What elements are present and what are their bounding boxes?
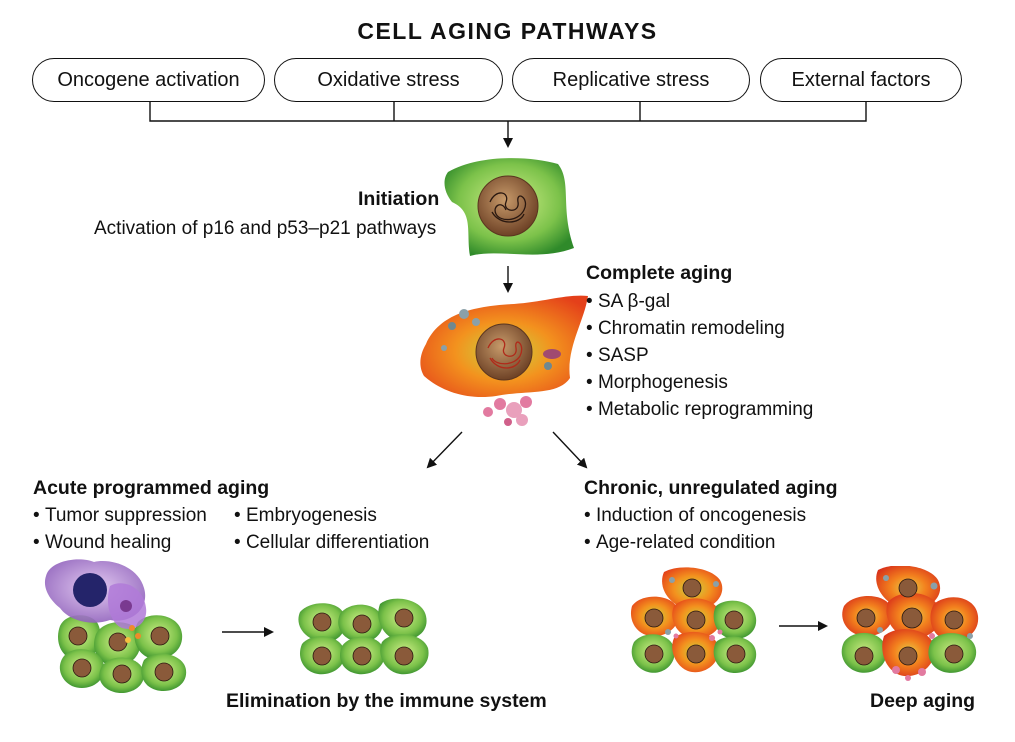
- bracket: [149, 102, 867, 122]
- eliminated-cluster-illustration: [298, 598, 429, 675]
- acute-aging-item: Tumor suppression: [33, 502, 207, 529]
- complete-aging-heading: Complete aging: [586, 262, 733, 284]
- complete-aging-item: SASP: [586, 342, 649, 369]
- acute-aging-item: Cellular differentiation: [234, 529, 429, 556]
- chronic-aging-item: Age-related condition: [584, 529, 776, 556]
- complete-aging-item: SA β-gal: [586, 288, 670, 315]
- complete-aging-item: Morphogenesis: [586, 369, 728, 396]
- input-external-factors: External factors: [760, 58, 962, 102]
- acute-aging-item: Wound healing: [33, 529, 171, 556]
- initiation-cell-illustration: [444, 158, 574, 256]
- complete-aging-item: Chromatin remodeling: [586, 315, 785, 342]
- complete-aging-cell-illustration: [420, 295, 588, 426]
- deep-aging-label: Deep aging: [870, 690, 976, 712]
- acute-aging-heading: Acute programmed aging: [33, 477, 270, 499]
- chronic-aging-heading: Chronic, unregulated aging: [584, 477, 838, 499]
- elimination-label: Elimination by the immune system: [226, 690, 547, 712]
- input-oxidative-stress: Oxidative stress: [274, 58, 503, 102]
- diagram-title: CELL AGING PATHWAYS: [357, 18, 658, 44]
- input-oncogene-activation: Oncogene activation: [32, 58, 265, 102]
- initiation-heading: Initiation: [358, 188, 440, 210]
- complete-aging-item: Metabolic reprogramming: [586, 396, 813, 423]
- arrow-to-chronic: [552, 431, 588, 469]
- initiation-text: Activation of p16 and p53–p21 pathways: [94, 218, 437, 239]
- chronic-aging-cluster-illustration: [630, 567, 757, 674]
- acute-aging-item: Embryogenesis: [234, 502, 377, 529]
- acute-aging-cluster-illustration: [44, 559, 187, 694]
- input-replicative-stress: Replicative stress: [512, 58, 750, 102]
- arrow-to-acute: [426, 431, 463, 469]
- chronic-aging-item: Induction of oncogenesis: [584, 502, 806, 529]
- deep-aging-cluster-illustration: [841, 566, 979, 681]
